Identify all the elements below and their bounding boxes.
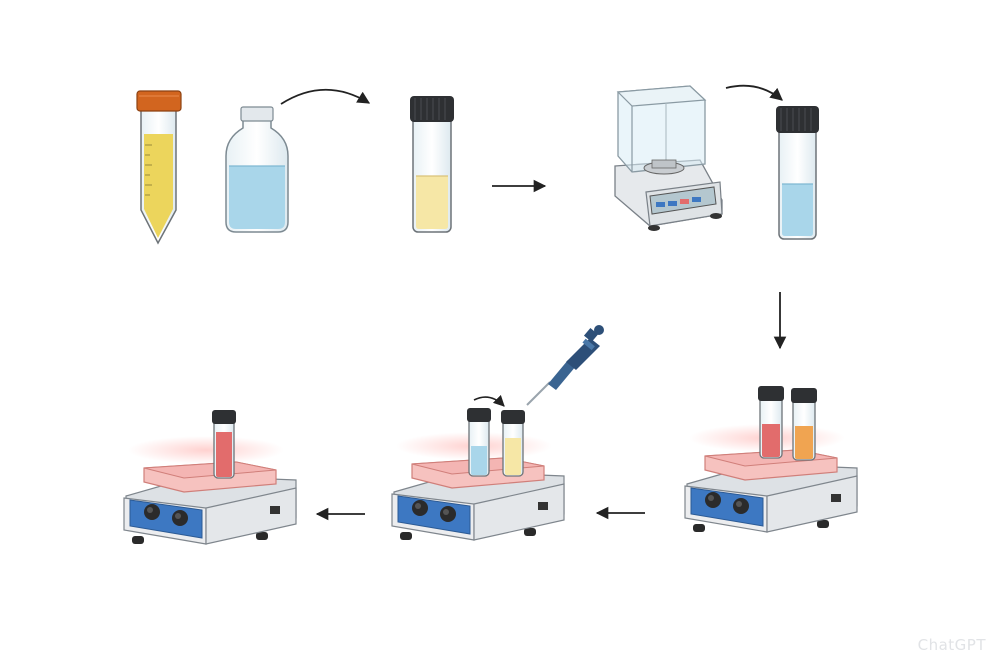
vial-icon [791, 388, 817, 461]
watermark: ChatGPT [917, 636, 986, 654]
pipette-icon [526, 325, 604, 406]
curved-arrow [280, 88, 371, 105]
vial-icon [758, 386, 784, 459]
vial-icon [501, 410, 525, 477]
vial-icon [776, 106, 819, 240]
vial-icon [467, 408, 491, 477]
vial-icon [212, 410, 236, 479]
reagent-bottle-icon [225, 106, 289, 233]
vial-icon [410, 96, 454, 233]
conical-tube-icon [136, 90, 182, 245]
hotplate-stirrer-icon [123, 435, 297, 545]
analytical-balance-icon [614, 85, 723, 231]
curved-arrow [473, 394, 505, 407]
curved-arrow [725, 84, 783, 101]
